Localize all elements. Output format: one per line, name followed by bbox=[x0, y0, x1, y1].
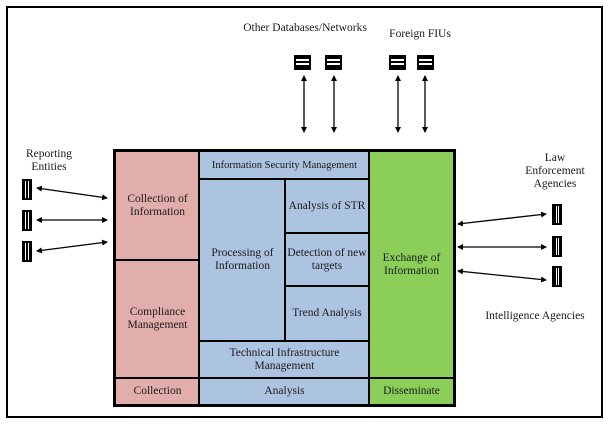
label-law-enforcement: Law Enforcement Agencies bbox=[525, 152, 585, 190]
database-icon bbox=[417, 55, 434, 70]
divider bbox=[284, 285, 370, 287]
intelligence-agency-icon bbox=[552, 266, 562, 287]
phase-analysis: Analysis bbox=[200, 378, 369, 405]
divider bbox=[198, 149, 200, 407]
law-enforcement-icon bbox=[552, 236, 562, 257]
divider bbox=[113, 149, 116, 407]
phase-disseminate: Disseminate bbox=[369, 378, 454, 405]
divider bbox=[113, 259, 200, 261]
law-enforcement-icon bbox=[552, 204, 562, 225]
reporting-entity-icon bbox=[22, 179, 32, 200]
divider bbox=[284, 178, 286, 342]
divider bbox=[368, 149, 370, 407]
reporting-entity-icon bbox=[22, 210, 32, 231]
divider bbox=[113, 149, 456, 152]
label-other-databases: Other Databases/Networks bbox=[243, 22, 367, 34]
block-trend-analysis: Trend Analysis bbox=[285, 286, 369, 341]
divider bbox=[113, 377, 456, 379]
block-analysis-of-str: Analysis of STR bbox=[285, 179, 369, 233]
database-icon bbox=[325, 55, 342, 70]
divider bbox=[113, 404, 456, 407]
block-processing-of-information: Processing of Information bbox=[200, 179, 285, 341]
divider bbox=[284, 232, 370, 234]
divider bbox=[453, 149, 456, 407]
block-information-security-management: Information Security Management bbox=[200, 151, 369, 179]
block-collection-of-information: Collection of Information bbox=[115, 151, 200, 260]
block-compliance-management: Compliance Management bbox=[115, 260, 200, 378]
phase-collection: Collection bbox=[115, 378, 200, 405]
label-foreign-fius: Foreign FIUs bbox=[389, 28, 451, 40]
label-intelligence-agencies: Intelligence Agencies bbox=[485, 310, 585, 322]
block-detection-of-new-targets: Detection of new targets bbox=[285, 233, 369, 286]
block-technical-infrastructure-management: Technical Infrastructure Management bbox=[200, 341, 369, 378]
block-exchange-of-information: Exchange of Information bbox=[369, 151, 454, 378]
label-reporting-entities: Reporting Entities bbox=[26, 148, 72, 173]
database-icon bbox=[389, 55, 406, 70]
database-icon bbox=[294, 55, 311, 70]
reporting-entity-icon bbox=[22, 241, 32, 262]
